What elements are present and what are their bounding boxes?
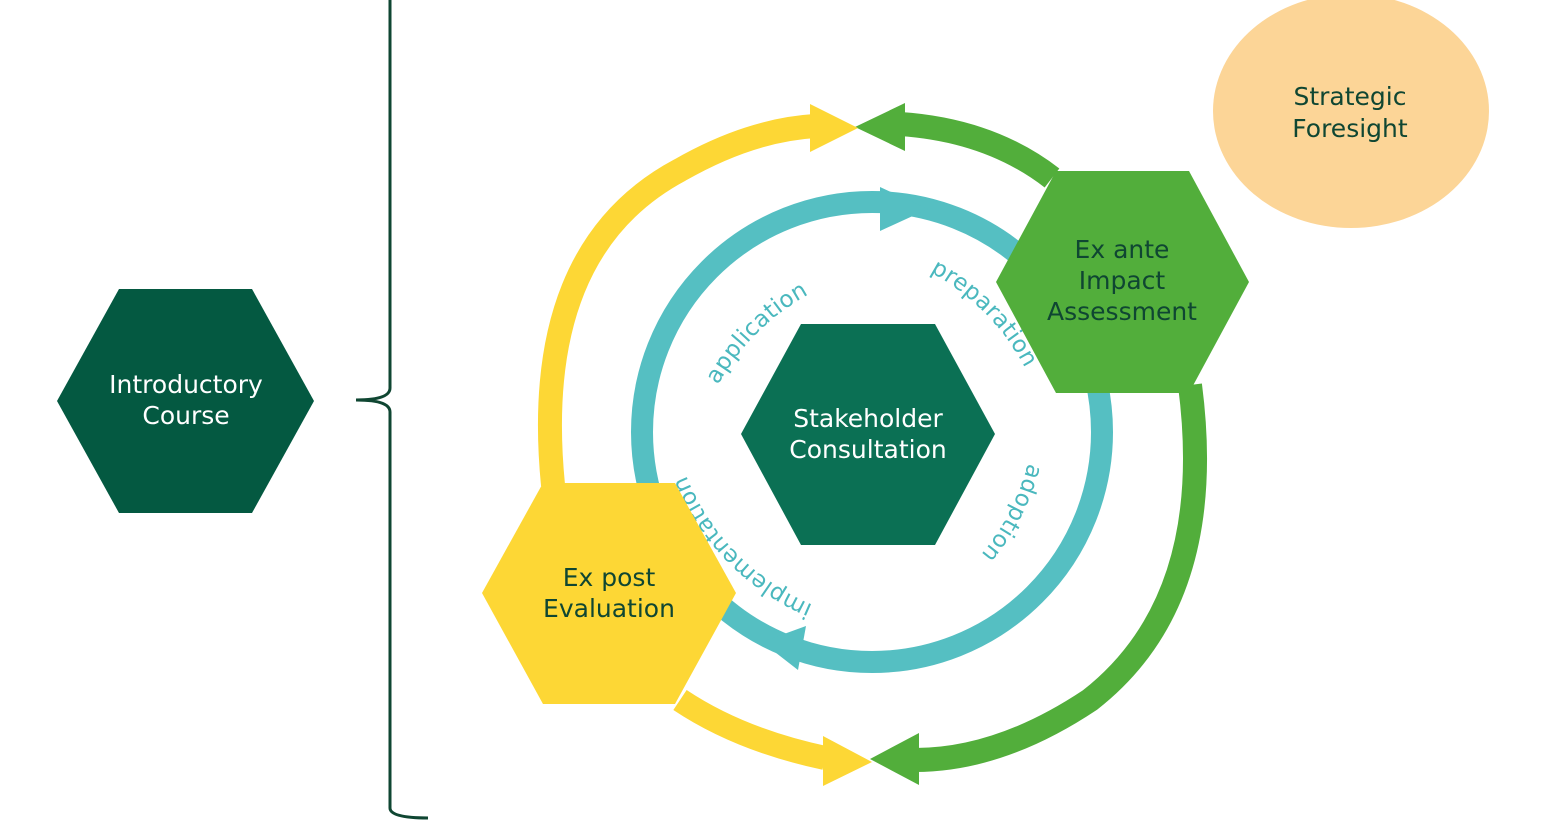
ex-ante-label-line2: Impact xyxy=(1079,266,1166,295)
stakeholder-consultation-label-line2: Consultation xyxy=(789,435,946,464)
green-arrowhead-top xyxy=(855,103,905,151)
introductory-course-hexagon xyxy=(57,289,314,513)
introductory-course-label-line2: Course xyxy=(142,401,229,430)
teal-arrowhead-bottom xyxy=(762,626,806,670)
ex-post-evaluation-node: Ex post Evaluation xyxy=(482,483,736,704)
ex-ante-hexagon xyxy=(996,171,1249,393)
ex-ante-label-line3: Assessment xyxy=(1047,297,1197,326)
teal-cycle-ring xyxy=(631,191,1113,673)
yellow-arrow-top xyxy=(537,114,816,487)
green-arrow-bottom xyxy=(914,383,1207,772)
yellow-arrowhead-bottom xyxy=(823,736,872,786)
green-arrow-top xyxy=(899,112,1060,188)
introductory-course-label-line1: Introductory xyxy=(109,370,263,399)
yellow-arrow-bottom xyxy=(673,689,828,770)
ex-post-label-line1: Ex post xyxy=(563,563,656,592)
cycle-label-adoption: adoption xyxy=(976,461,1047,567)
strategic-foresight-label-line2: Foresight xyxy=(1292,114,1408,143)
curly-brace xyxy=(355,0,429,820)
ex-ante-label-line1: Ex ante xyxy=(1075,235,1170,264)
strategic-foresight-node: Strategic Foresight xyxy=(1213,0,1489,228)
stakeholder-consultation-node: Stakeholder Consultation xyxy=(741,324,995,545)
strategic-foresight-label-line1: Strategic xyxy=(1293,82,1406,111)
strategic-foresight-ellipse xyxy=(1213,0,1489,228)
ex-post-hexagon xyxy=(482,483,736,704)
teal-arrowhead-top xyxy=(880,187,928,231)
green-arrowhead-bottom xyxy=(870,733,919,785)
yellow-arrowhead-top xyxy=(810,104,858,152)
introductory-course-node: Introductory Course xyxy=(57,289,314,513)
stakeholder-consultation-label-line1: Stakeholder xyxy=(793,404,943,433)
ex-post-label-line2: Evaluation xyxy=(543,594,675,623)
stakeholder-consultation-hexagon xyxy=(741,324,995,545)
ex-ante-impact-assessment-node: Ex ante Impact Assessment xyxy=(996,171,1249,393)
